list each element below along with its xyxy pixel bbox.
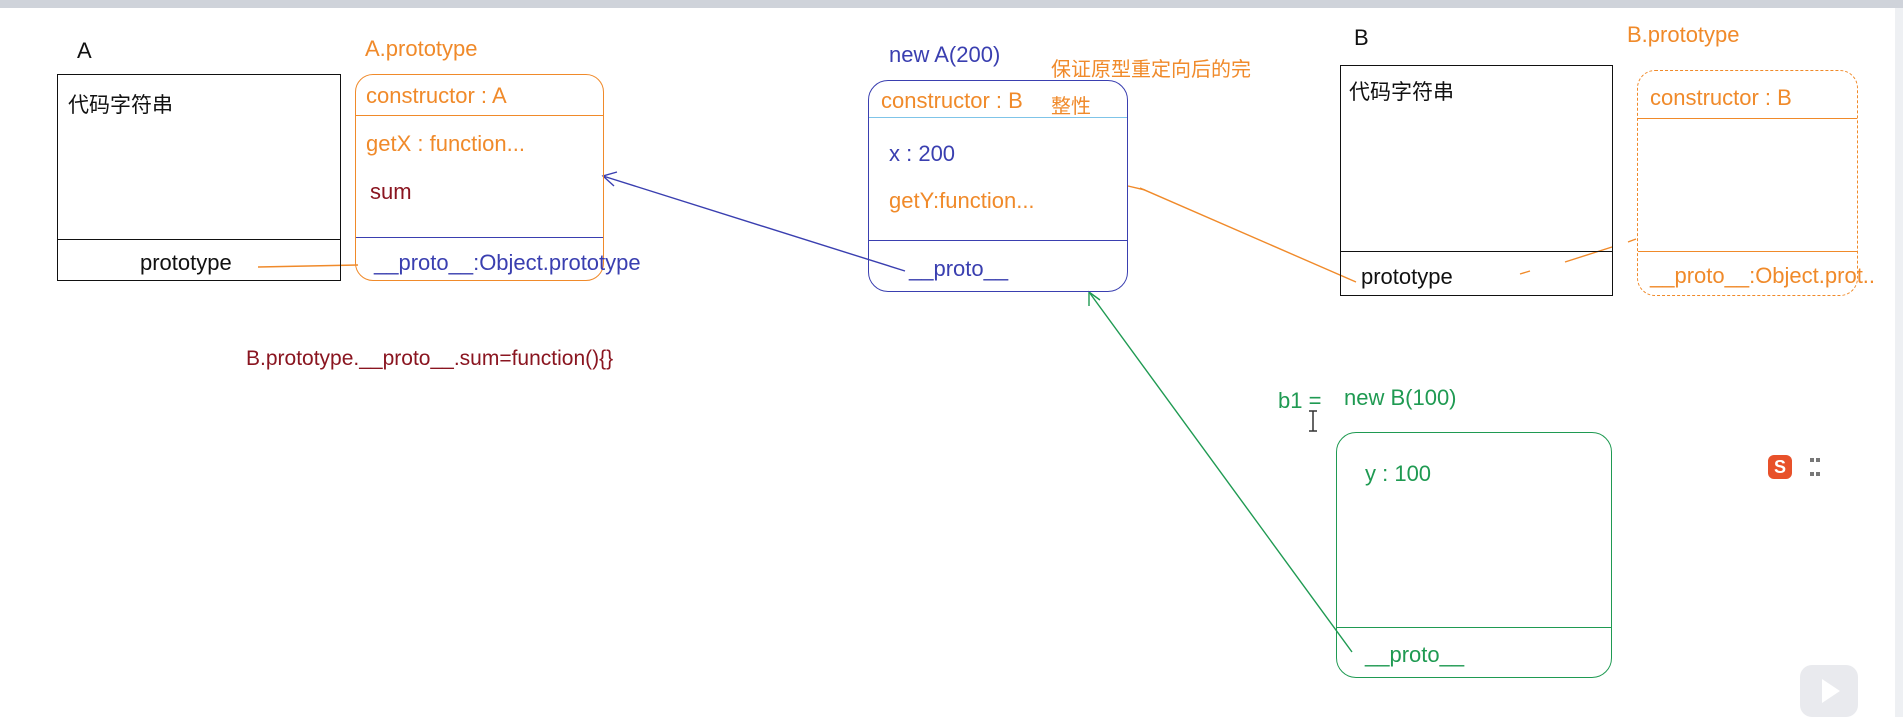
func-b-name: B bbox=[1354, 25, 1369, 50]
b-prototype-link-dash-3 bbox=[1564, 246, 1613, 263]
text-cursor-icon bbox=[1309, 410, 1317, 432]
func-a-body: 代码字符串 bbox=[68, 94, 173, 117]
instance-a-gety: getY:function... bbox=[889, 188, 1035, 213]
play-icon[interactable] bbox=[1800, 665, 1858, 717]
instance-a-proto-arrowhead bbox=[601, 171, 618, 187]
instance-a-constructor: constructor : B bbox=[881, 88, 1023, 113]
b-prototype-link-dash-1 bbox=[1127, 185, 1146, 191]
b-prototype-box: constructor : B __proto__:Object.prot.. bbox=[1637, 70, 1875, 296]
instance-a-x: x : 200 bbox=[889, 141, 956, 166]
toolbar-dots-icon[interactable] bbox=[1808, 456, 1822, 478]
func-b-body: 代码字符串 bbox=[1349, 81, 1454, 104]
note-line-2: 整性 bbox=[1051, 96, 1091, 118]
instance-b-proto: __proto__ bbox=[1365, 642, 1465, 667]
instance-b-y: y : 100 bbox=[1365, 461, 1432, 486]
b-prototype-proto: __proto__:Object.prot.. bbox=[1650, 263, 1876, 288]
sogou-input-icon[interactable]: S bbox=[1768, 455, 1792, 479]
instance-b-var: b1 = bbox=[1278, 388, 1322, 413]
instance-a-proto-arrow bbox=[602, 175, 906, 272]
a-prototype-box: constructor : A getX : function... sum bbox=[355, 74, 604, 281]
b-prototype-divider-bottom bbox=[1638, 251, 1857, 252]
b-prototype-title: B.prototype bbox=[1627, 22, 1740, 47]
b-prototype-divider-top bbox=[1638, 118, 1857, 119]
instance-b-title: new B(100) bbox=[1344, 385, 1457, 410]
instance-a-divider-bottom bbox=[869, 240, 1127, 241]
instance-a-box: constructor : B x : 200 getY:function...… bbox=[868, 80, 1128, 292]
b-prototype-link bbox=[1139, 187, 1357, 283]
func-b-box: 代码字符串 prototype bbox=[1340, 65, 1613, 296]
func-a-box: 代码字符串 prototype bbox=[57, 74, 341, 281]
code-line: B.prototype.__proto__.sum=function(){} bbox=[246, 347, 614, 370]
b-prototype-link-dash-4 bbox=[1627, 238, 1637, 243]
a-prototype-getx: getX : function... bbox=[366, 131, 525, 156]
window-top-bar bbox=[0, 0, 1903, 8]
instance-a-proto: __proto__ bbox=[909, 256, 1009, 281]
vertical-scrollbar[interactable] bbox=[1895, 8, 1903, 717]
instance-a-title: new A(200) bbox=[889, 42, 1001, 67]
a-prototype-title: A.prototype bbox=[365, 36, 478, 61]
a-prototype-link bbox=[257, 264, 359, 268]
a-prototype-proto: __proto__:Object.prototype bbox=[374, 250, 641, 275]
a-prototype-sum: sum bbox=[370, 179, 412, 204]
a-prototype-divider-bottom bbox=[356, 237, 603, 238]
instance-b-divider bbox=[1337, 627, 1611, 628]
a-prototype-constructor: constructor : A bbox=[366, 83, 507, 108]
instance-b-box: y : 100 __proto__ bbox=[1336, 432, 1612, 678]
a-prototype-divider-top bbox=[356, 115, 603, 116]
b-prototype-link-dash-2 bbox=[1519, 270, 1531, 275]
func-b-divider bbox=[1341, 251, 1612, 252]
b-prototype-constructor: constructor : B bbox=[1650, 85, 1792, 110]
instance-a-divider-top bbox=[869, 117, 1127, 118]
func-b-prototype-label: prototype bbox=[1361, 264, 1453, 289]
instance-b-proto-arrow bbox=[1088, 291, 1353, 653]
func-a-prototype-label: prototype bbox=[140, 250, 232, 275]
note-line-1: 保证原型重定向后的完 bbox=[1051, 59, 1251, 81]
func-a-divider bbox=[58, 239, 340, 240]
instance-b-proto-arrowhead bbox=[1088, 290, 1101, 306]
func-a-name: A bbox=[77, 38, 92, 63]
